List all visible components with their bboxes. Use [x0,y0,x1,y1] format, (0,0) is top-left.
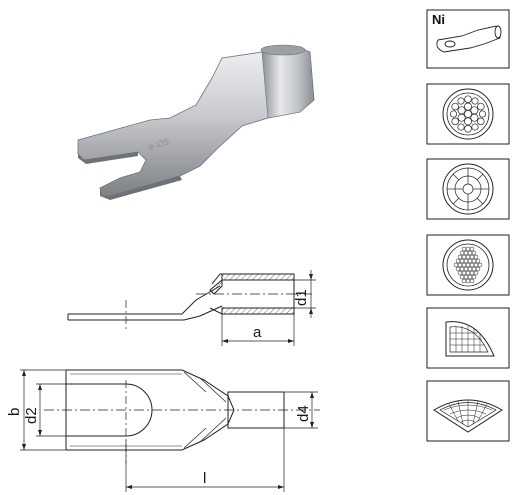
sector-conductor-icon [426,307,510,369]
compacted-round-conductor-icon [426,158,510,220]
material-badge: Ni [432,12,445,27]
dimension-label-l: l [203,470,206,487]
dimension-label-b: b [6,408,23,416]
stranded-round-conductor-icon [426,83,510,145]
sector-fine-conductor-icon [426,380,510,442]
dimension-label-d2: d2 [23,407,40,424]
fine-stranded-conductor-icon [426,234,510,296]
dimension-label-d1: d1 [293,289,310,306]
side-view-drawing [67,270,316,346]
top-view-drawing [20,369,320,492]
product-photo: e ∅5 [77,44,315,200]
dimension-label-a: a [253,324,262,341]
ni-lug-icon: Ni [426,9,510,69]
dimension-label-d4: d4 [295,405,312,422]
